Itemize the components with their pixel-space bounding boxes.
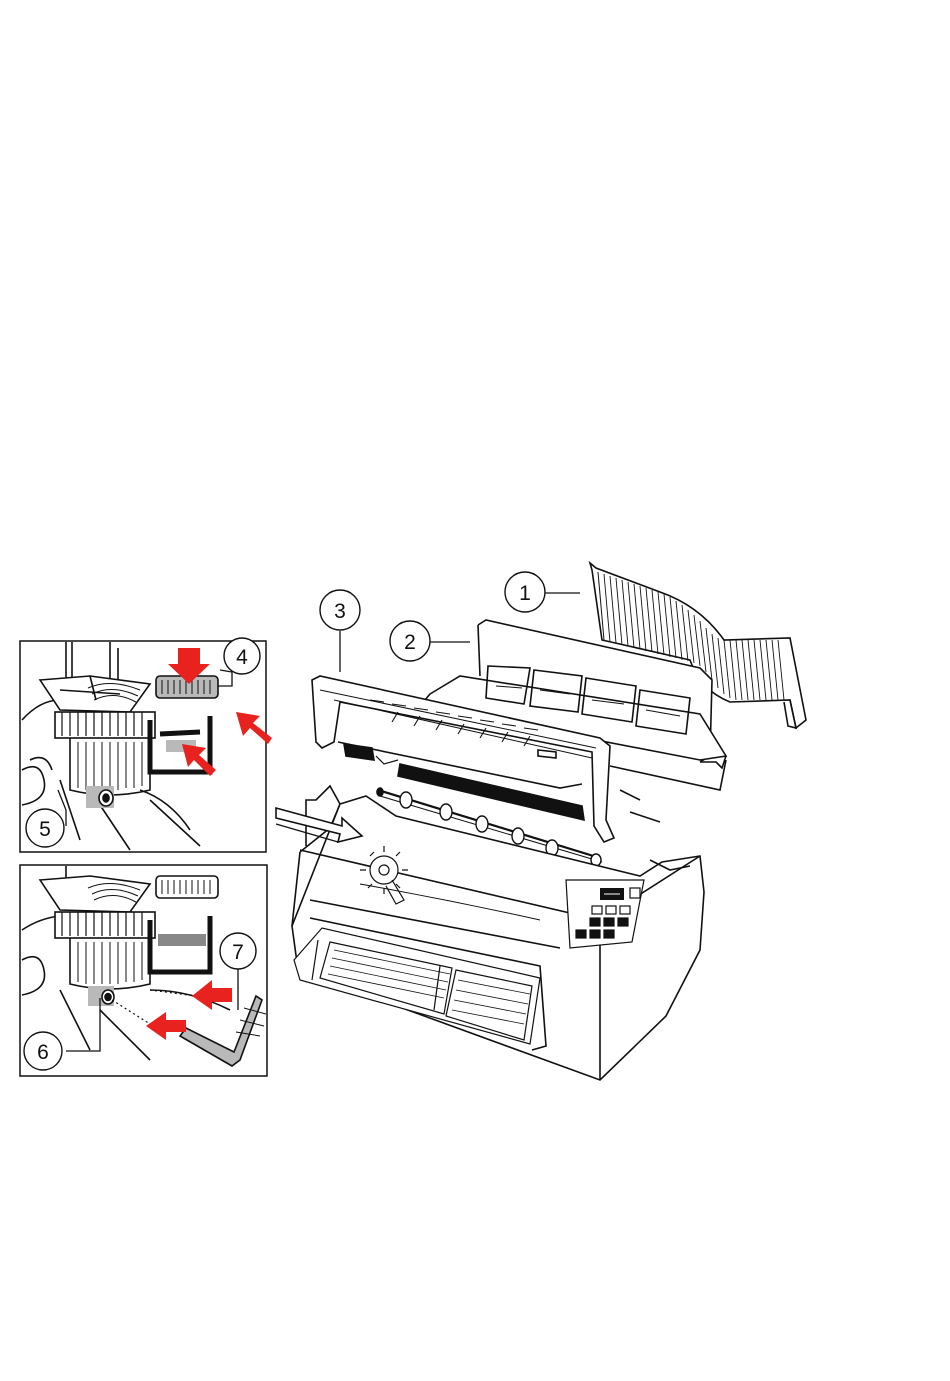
callout-6-label: 6 (37, 1041, 49, 1064)
callout-7-label: 7 (232, 941, 244, 964)
callout-3-label: 3 (334, 600, 346, 623)
detail-panel-top: 4 5 (20, 638, 272, 852)
callout-3: 3 (320, 590, 360, 672)
detail-panel-bottom: 7 6 (20, 865, 267, 1076)
callout-1-label: 1 (519, 582, 531, 605)
callout-2: 2 (390, 621, 470, 661)
control-panel (566, 880, 644, 948)
callout-5-label: 5 (39, 818, 51, 841)
callout-4-label: 4 (236, 646, 248, 669)
callout-1: 1 (505, 572, 580, 612)
callout-2-label: 2 (404, 631, 416, 654)
printer-overview: 1 2 3 (276, 563, 806, 1080)
printer-body (276, 786, 704, 1080)
